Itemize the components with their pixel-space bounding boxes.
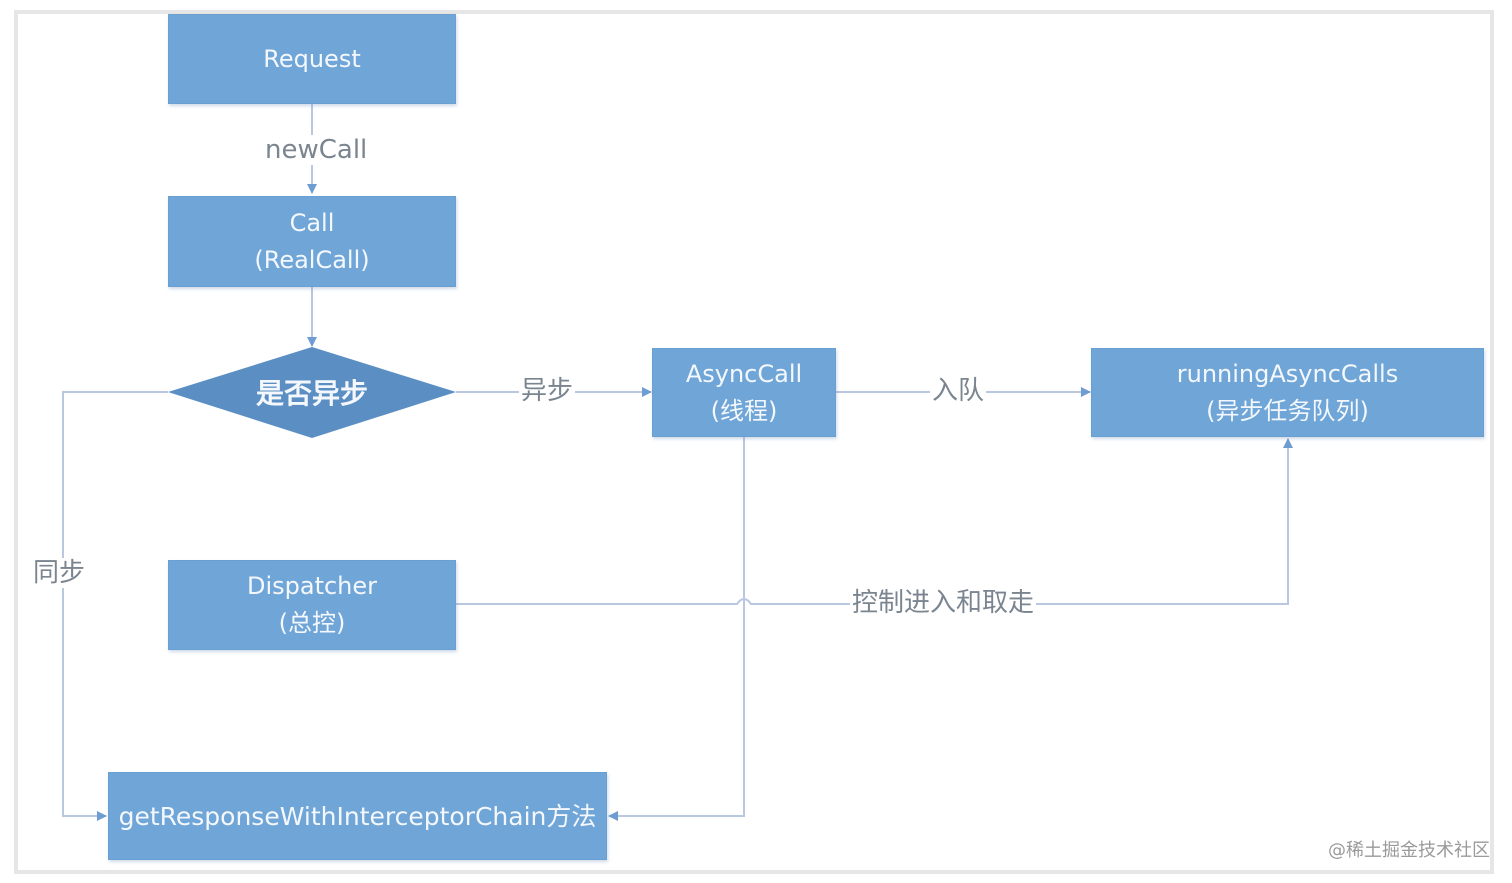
node-call-line2: (RealCall) (254, 245, 370, 274)
node-dispatcher: Dispatcher (总控) (168, 560, 456, 650)
edge-label-control: 控制进入和取走 (850, 588, 1037, 618)
node-running-async-calls: runningAsyncCalls (异步任务队列) (1091, 348, 1484, 437)
node-get-response-label: getResponseWithInterceptorChain方法 (118, 801, 597, 831)
edge-sync-path (62, 391, 168, 821)
node-get-response: getResponseWithInterceptorChain方法 (108, 772, 607, 860)
diagram-frame (14, 10, 1494, 874)
edge-label-sync: 同步 (31, 558, 88, 588)
node-call: Call (RealCall) (168, 196, 456, 287)
node-call-line1: Call (289, 208, 335, 237)
decision-label: 是否异步 (255, 377, 368, 410)
edge-label-enqueue: 入队 (930, 376, 987, 406)
edge-dispatcher-to-running (456, 438, 1293, 605)
node-request-label: Request (263, 44, 361, 73)
node-running-line1: runningAsyncCalls (1176, 359, 1399, 388)
edge-label-async: 异步 (519, 376, 576, 406)
node-dispatcher-line2: (总控) (278, 609, 346, 637)
node-request: Request (168, 14, 456, 104)
decision-diamond (168, 347, 456, 438)
edge-asynccall-to-getresponse (608, 437, 745, 821)
node-asynccall-line1: AsyncCall (685, 359, 803, 388)
node-asynccall-line2: (线程) (710, 396, 778, 425)
watermark: @稀土掘金技术社区 (1328, 840, 1490, 861)
node-running-line2: (异步任务队列) (1206, 396, 1369, 425)
edge-label-newcall: newCall (263, 135, 370, 165)
node-asynccall: AsyncCall (线程) (652, 348, 836, 437)
node-dispatcher-line1: Dispatcher (246, 572, 378, 600)
